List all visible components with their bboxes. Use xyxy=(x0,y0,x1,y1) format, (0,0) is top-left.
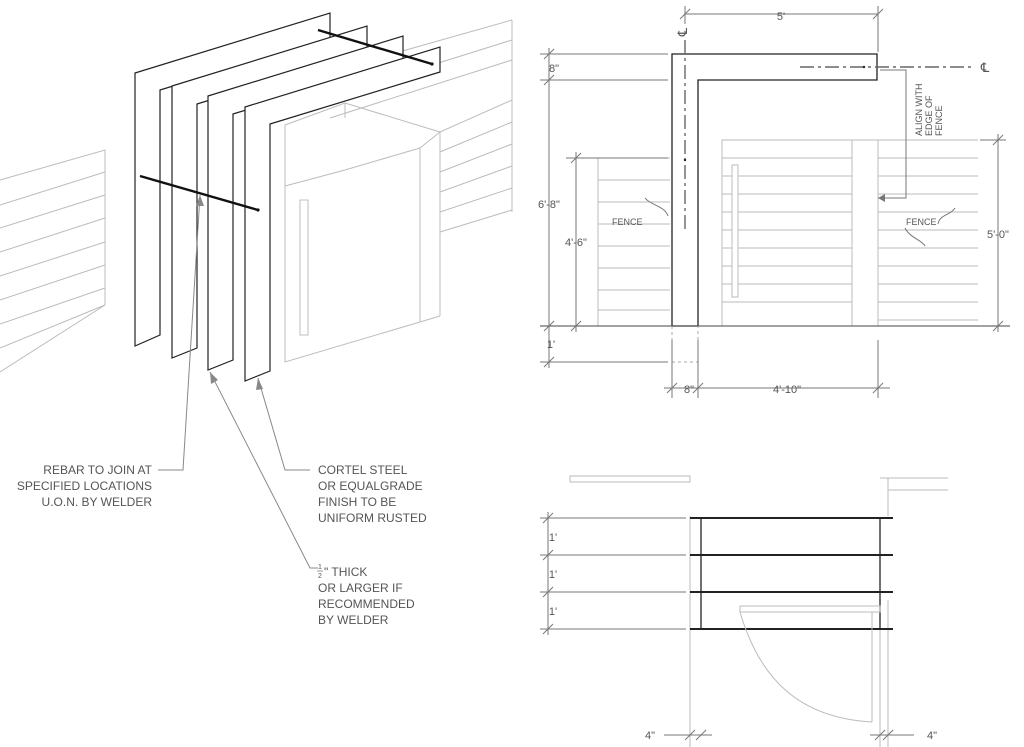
plan-dim-4-left: 4" xyxy=(645,730,655,742)
elevation-gate xyxy=(721,139,879,327)
dim-4-6: 4'-6" xyxy=(565,237,587,249)
centerline-symbol-vertical: ℄ xyxy=(675,27,690,37)
align-note-line-1: ALIGN WITH xyxy=(914,83,924,136)
dim-1: 1' xyxy=(547,339,555,351)
dim-4-10: 4'-10" xyxy=(773,384,801,396)
steel-panel-1 xyxy=(134,12,331,347)
note-rebar-line-1: REBAR TO JOIN AT xyxy=(43,463,152,477)
note-steel-line-2: OR EQUALGRADE xyxy=(318,479,423,493)
align-note-line-3: FENCE xyxy=(934,105,944,136)
elevation-steel-frame xyxy=(671,53,878,327)
thickness-note: 1 2 " THICK OR LARGER IF RECOMMENDED BY … xyxy=(317,564,415,627)
note-thickness-line-1: " THICK xyxy=(324,565,367,579)
note-thickness-line-2: OR LARGER IF xyxy=(318,581,403,595)
plan-view: 1' 1' 1' 4" 4" xyxy=(540,475,948,747)
steel-panels xyxy=(134,12,441,382)
steel-panel-4 xyxy=(244,46,441,382)
dim-5-0: 5'-0" xyxy=(987,229,1009,241)
fence-label-right: FENCE xyxy=(906,217,937,227)
dim-8-top: 8" xyxy=(549,63,559,75)
note-thickness-frac-den: 2 xyxy=(318,573,322,580)
isometric-view: REBAR TO JOIN AT SPECIFIED LOCATIONS U.O… xyxy=(0,12,513,627)
elevation-view: ℄ ℄ xyxy=(538,6,1010,398)
note-steel-line-4: UNIFORM RUSTED xyxy=(318,511,427,525)
gate-box xyxy=(284,102,442,363)
fence-label-left: FENCE xyxy=(612,217,643,227)
plan-dim-1-a: 1' xyxy=(549,532,557,544)
plan-dim-1-c: 1' xyxy=(549,606,557,618)
elevation-fence xyxy=(597,139,978,326)
elevation-dimensions xyxy=(540,6,1006,398)
leader-lines xyxy=(158,194,318,569)
rebar-note: REBAR TO JOIN AT SPECIFIED LOCATIONS U.O… xyxy=(17,463,153,509)
rebar xyxy=(139,28,433,212)
note-thickness-line-4: BY WELDER xyxy=(318,613,389,627)
note-thickness-frac-num: 1 xyxy=(318,564,322,571)
dim-top-5: 5' xyxy=(777,11,785,23)
left-fence xyxy=(0,149,106,373)
note-rebar-line-3: U.O.N. BY WELDER xyxy=(42,495,153,509)
note-steel-line-3: FINISH TO BE xyxy=(318,495,396,509)
note-steel-line-1: CORTEL STEEL xyxy=(318,463,408,477)
align-note-line-2: EDGE OF xyxy=(924,95,934,136)
plan-dim-1-b: 1' xyxy=(549,569,557,581)
centerline-symbol-horizontal: ℄ xyxy=(980,60,990,75)
dim-6-8: 6'-8" xyxy=(538,199,560,211)
note-rebar-line-2: SPECIFIED LOCATIONS xyxy=(17,479,152,493)
steel-note: CORTEL STEEL OR EQUALGRADE FINISH TO BE … xyxy=(318,463,427,525)
dim-8-bottom: 8" xyxy=(684,384,694,396)
align-note: ALIGN WITH EDGE OF FENCE xyxy=(914,83,944,136)
steel-panel-3 xyxy=(207,35,404,371)
plan-dim-4-right: 4" xyxy=(927,730,937,742)
note-thickness-line-3: RECOMMENDED xyxy=(318,597,415,611)
